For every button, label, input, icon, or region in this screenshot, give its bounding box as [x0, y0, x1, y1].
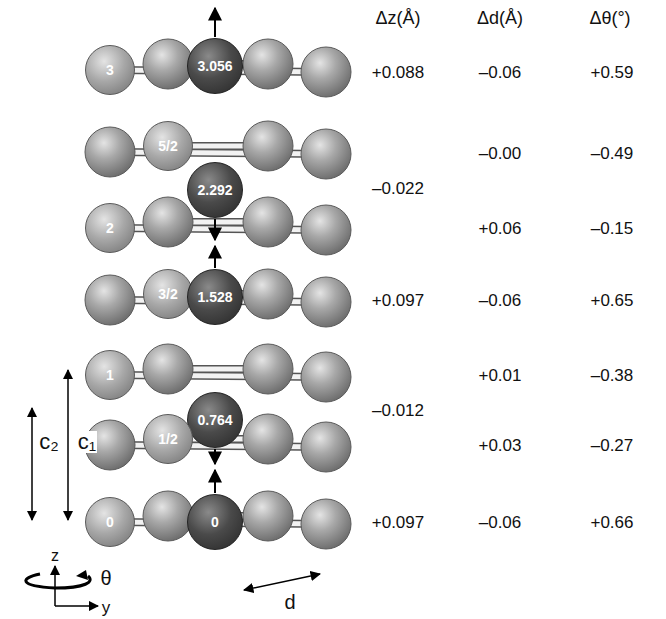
carbon-atom	[85, 127, 135, 177]
atom-label: 5/2	[158, 138, 177, 154]
carbon-atom	[243, 491, 293, 541]
spacing-arrow	[244, 574, 320, 590]
dimension-label: d	[284, 592, 295, 612]
value: –0.49	[591, 145, 634, 162]
carbon-atom	[301, 352, 351, 402]
axes	[26, 566, 98, 606]
carbon-atom	[85, 275, 135, 325]
layer-atom: 5/2	[143, 121, 193, 171]
intercalant-atom: 0.764	[187, 392, 243, 448]
atom-label: 1	[106, 367, 114, 383]
value: –0.06	[479, 64, 522, 81]
carbon-atom	[301, 277, 351, 327]
carbon-atom	[301, 422, 351, 472]
carbon-atom	[243, 414, 293, 464]
dimension-label: c₂	[38, 431, 60, 453]
column-header: Δd(Å)	[477, 9, 523, 27]
axis-label: z	[51, 548, 59, 564]
atom-label: 0	[211, 514, 219, 530]
carbon-atom	[143, 491, 193, 541]
value: +0.097	[372, 514, 424, 531]
carbon-atom	[301, 499, 351, 549]
carbon-atom	[143, 344, 193, 394]
carbon-atom	[301, 205, 351, 255]
value: +0.65	[590, 292, 633, 309]
atom-label: 0	[106, 514, 114, 530]
carbon-atom	[143, 39, 193, 89]
bond-rod	[110, 375, 326, 377]
atom-label: 2.292	[197, 182, 232, 198]
atom-label: 1.528	[197, 289, 232, 305]
axis-label: y	[102, 599, 111, 616]
carbon-atom	[243, 269, 293, 319]
atom-label: 3.056	[197, 58, 232, 74]
bond-rod	[110, 152, 326, 154]
value: +0.66	[590, 514, 633, 531]
intercalant-atom: 1.528	[187, 269, 243, 325]
carbon-atom	[243, 121, 293, 171]
layer-atom: 3	[85, 45, 135, 95]
value: –0.15	[591, 220, 634, 237]
carbon-atom	[143, 197, 193, 247]
value: +0.097	[372, 292, 424, 309]
value: +0.03	[478, 437, 521, 454]
value: –0.27	[591, 437, 634, 454]
value: –0.022	[372, 180, 424, 197]
layer-atom: 0	[85, 497, 135, 547]
atom-label: 2	[106, 220, 114, 236]
carbon-atom	[243, 39, 293, 89]
atom-label: 1/2	[158, 431, 177, 447]
value: –0.38	[591, 367, 634, 384]
intercalant-atom: 0	[187, 494, 243, 550]
carbon-atom	[301, 129, 351, 179]
value: –0.06	[479, 292, 522, 309]
layer-atom: 3/2	[143, 269, 193, 319]
carbon-atom	[301, 47, 351, 97]
layer-atom: 2	[85, 203, 135, 253]
layer-atom: 1/2	[143, 414, 193, 464]
atom-label: 0.764	[197, 412, 232, 428]
column-header: Δz(Å)	[375, 9, 420, 27]
value: +0.088	[372, 64, 424, 81]
bond-rod	[110, 228, 326, 230]
atom-label: 3	[106, 62, 114, 78]
value: +0.06	[478, 220, 521, 237]
bond-rod	[110, 228, 326, 230]
dimension-arrows	[32, 370, 68, 520]
bond-rod	[110, 375, 326, 377]
axis-label: θ	[100, 568, 111, 588]
bond-rod	[110, 152, 326, 154]
dimension-label: c₁	[77, 431, 97, 453]
carbon-atom	[243, 197, 293, 247]
carbon-atom	[243, 344, 293, 394]
value: –0.06	[479, 514, 522, 531]
atom-label: 3/2	[158, 286, 177, 302]
value: +0.01	[478, 367, 521, 384]
column-header: Δθ(°)	[589, 9, 630, 27]
value: –0.012	[372, 402, 424, 419]
value: +0.59	[590, 64, 633, 81]
intercalant-atom: 3.056	[187, 38, 243, 94]
value: –0.00	[479, 145, 522, 162]
layer-atom: 1	[85, 350, 135, 400]
intercalant-atom: 2.292	[187, 162, 243, 218]
